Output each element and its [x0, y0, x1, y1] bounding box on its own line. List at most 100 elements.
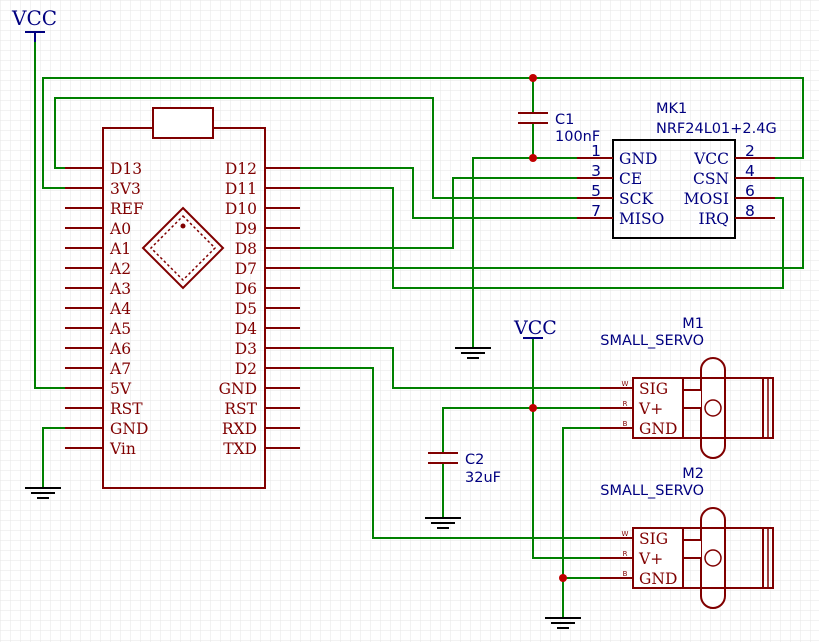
servo-pin-tag: W [622, 530, 629, 538]
servo-value: SMALL_SERVO [600, 333, 704, 349]
arduino-pin-label: REF [110, 200, 144, 218]
mk1-pin-number: 1 [591, 142, 601, 160]
c1-ref: C1 [555, 112, 574, 128]
arduino-mcu-dot [180, 223, 186, 229]
arduino-mcu-chip-inner [149, 214, 217, 282]
gnd-symbol-left [25, 487, 61, 499]
arduino-pin-label: RXD [222, 420, 257, 438]
mk1-pin-number: 7 [591, 202, 601, 220]
servo-value: SMALL_SERVO [600, 483, 704, 499]
servo-pin-tag: B [623, 420, 628, 428]
c1-value: 100nF [555, 129, 600, 145]
wires [34, 41, 804, 619]
mk1-pin-number: 5 [591, 182, 601, 200]
servo-pin-name: V+ [638, 550, 663, 568]
arduino-pin-label: A7 [109, 360, 131, 378]
arduino-pin-label: D11 [225, 180, 257, 198]
mk1-body [612, 139, 736, 239]
wire-d11-mosi[interactable] [297, 187, 784, 289]
arduino-pin-label: D2 [235, 360, 257, 378]
mk1-pin-number: 4 [745, 162, 755, 180]
arduino-pin-label: A5 [109, 320, 131, 338]
arduino-pin-label: GND [110, 420, 148, 438]
gnd-symbol-mk1 [455, 347, 491, 359]
servo-pin-tag: R [623, 400, 628, 408]
vcc-symbol-left [25, 31, 45, 42]
wire-m1-gnd[interactable] [562, 427, 601, 619]
arduino-pin-label: A6 [109, 340, 131, 358]
arduino-pin-label: D8 [235, 240, 257, 258]
mk1-pin-name: SCK [619, 190, 653, 208]
junction-dot [529, 404, 537, 412]
arduino-pin-label: A1 [109, 240, 131, 258]
wire-d7-csn[interactable] [297, 177, 804, 269]
mk1-pin-name: IRQ [698, 210, 729, 228]
mk1-pin-number: 3 [591, 162, 601, 180]
wire-gnd-left[interactable] [42, 427, 66, 489]
arduino-pin-label: A4 [109, 300, 131, 318]
arduino-pin-label: GND [219, 380, 257, 398]
arduino-pin-label: D5 [235, 300, 257, 318]
arduino-usb-connector [152, 107, 214, 139]
arduino-pin-label: D7 [235, 260, 257, 278]
mk1-pin-name: CE [619, 170, 642, 188]
arduino-pin-label: D9 [235, 220, 257, 238]
arduino-pin-label: A0 [109, 220, 131, 238]
mk1-pin-name: CSN [693, 170, 729, 188]
mk1-pin-number: 8 [745, 202, 755, 220]
arduino-pin-label: A3 [109, 280, 131, 298]
wire-d8-ce[interactable] [297, 177, 578, 249]
servo-ref: M1 [682, 316, 704, 332]
arduino-pin-label: D6 [235, 280, 257, 298]
gnd-symbol-servos [545, 617, 581, 629]
wire-mk1-gnd[interactable] [472, 157, 578, 349]
servo-horn-vertical [700, 507, 726, 609]
mk1-pin-name: GND [619, 150, 657, 168]
mk1-value: NRF24L01+2.4G [656, 121, 777, 137]
arduino-pin-label: D3 [235, 340, 257, 358]
servo-shaft [704, 549, 722, 567]
mk1-ref: MK1 [656, 101, 687, 117]
arduino-pin-label: 5V [110, 380, 132, 398]
mk1-pin-name: VCC [693, 150, 729, 168]
junction-dot [559, 574, 567, 582]
c2-ref: C2 [465, 452, 484, 468]
arduino-pin-label: D10 [225, 200, 257, 218]
wire-d13-sck[interactable] [54, 97, 578, 199]
servo-pin-tag: R [623, 550, 628, 558]
capacitor-c1[interactable]: C1 100nF [518, 112, 600, 145]
arduino-pin-label: D12 [225, 160, 257, 178]
servo-pin-name: GND [639, 570, 677, 588]
servo-pin-tag: W [622, 380, 629, 388]
capacitor-c2[interactable]: C2 32uF [428, 452, 501, 486]
servo-pin-name: V+ [638, 400, 663, 418]
arduino-pin-label: TXD [223, 440, 257, 458]
servo-horn-vertical [700, 357, 726, 459]
mk1-pin-name: MOSI [684, 190, 729, 208]
servo-pin-tag: B [623, 570, 628, 578]
servo-connector [632, 377, 684, 439]
vcc-label-right: VCC [513, 317, 557, 339]
arduino-pin-label: 3V3 [110, 180, 141, 198]
arduino-mcu-chip [141, 206, 225, 290]
junction-dot [529, 74, 537, 82]
mk1-pin-name: MISO [619, 210, 664, 228]
wire-d12-miso[interactable] [297, 167, 578, 219]
wire-vcc-5v[interactable] [34, 41, 66, 389]
wire-d2-m2-sig[interactable] [297, 367, 601, 539]
junction-dot [529, 154, 537, 162]
servo-pin-name: GND [639, 420, 677, 438]
wire-d3-m1-sig[interactable] [297, 347, 601, 389]
junctions [529, 74, 567, 582]
wire-3v3-vcc[interactable] [42, 77, 804, 189]
gnd-symbol-c2 [425, 517, 461, 529]
servo-ref: M2 [682, 466, 704, 482]
